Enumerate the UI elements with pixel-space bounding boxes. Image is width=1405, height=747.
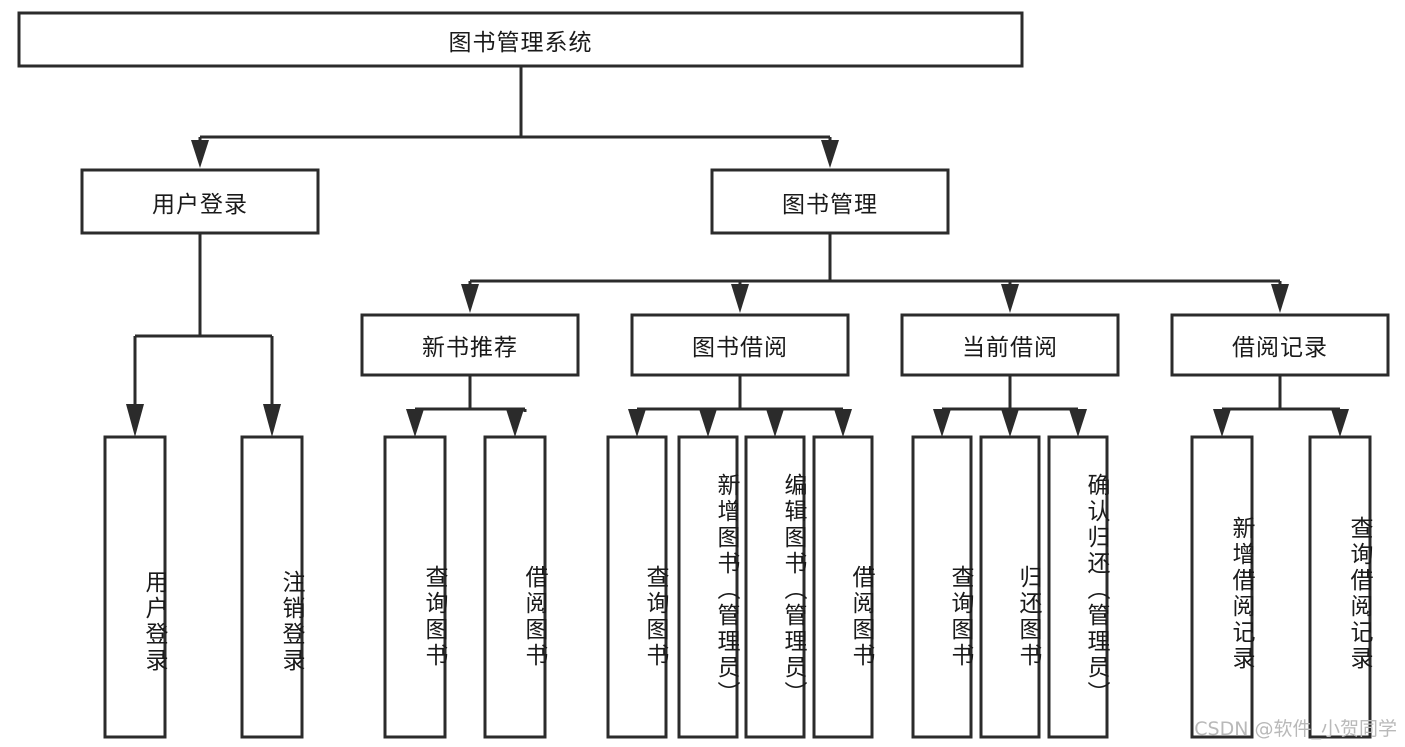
- arrowhead-leaf-current-borrow-3: [1069, 409, 1087, 437]
- leaf-current-borrow-1[interactable]: [911, 435, 973, 739]
- leaf-new-book-1[interactable]: [383, 435, 447, 739]
- node-new-book-recommend[interactable]: [360, 313, 580, 377]
- arrowhead-to-book-mgmt: [821, 140, 839, 168]
- arrowhead-to-new-book: [461, 284, 479, 313]
- leaf-book-borrow-2[interactable]: [677, 435, 739, 739]
- leaf-book-borrow-1[interactable]: [606, 435, 668, 739]
- node-borrow-record[interactable]: [1170, 313, 1390, 377]
- leaf-current-borrow-2[interactable]: [979, 435, 1041, 739]
- node-user-login[interactable]: [80, 168, 320, 235]
- arrowhead-leaf-current-borrow-1: [933, 409, 951, 437]
- leaf-book-borrow-4[interactable]: [812, 435, 874, 739]
- leaf-borrow-record-1[interactable]: [1190, 435, 1254, 739]
- arrowhead-leaf-book-borrow-2: [699, 409, 717, 437]
- arrowhead-leaf-new-book-2: [506, 409, 524, 437]
- arrowhead-leaf-user-login-2: [263, 404, 281, 437]
- leaf-new-book-2[interactable]: [483, 435, 547, 739]
- leaf-user-login-1[interactable]: [103, 435, 167, 739]
- node-root[interactable]: [17, 11, 1024, 68]
- arrowhead-to-current-borrow: [1001, 284, 1019, 313]
- arrowhead-leaf-user-login-1: [126, 404, 144, 437]
- node-book-borrow[interactable]: [630, 313, 850, 377]
- arrowhead-leaf-borrow-record-1: [1213, 409, 1231, 437]
- arrowhead-leaf-borrow-record-2: [1331, 409, 1349, 437]
- leaf-user-login-2[interactable]: [240, 435, 304, 739]
- leaf-borrow-record-2[interactable]: [1308, 435, 1372, 739]
- leaf-current-borrow-3[interactable]: [1047, 435, 1109, 739]
- node-current-borrow[interactable]: [900, 313, 1120, 377]
- arrowhead-leaf-book-borrow-1: [628, 409, 646, 437]
- arrowhead-to-borrow-record: [1271, 284, 1289, 313]
- arrowhead-leaf-new-book-1: [406, 409, 424, 437]
- arrowhead-leaf-current-borrow-2: [1001, 409, 1019, 437]
- arrowhead-leaf-book-borrow-4: [834, 409, 852, 437]
- arrowhead-leaf-book-borrow-3: [766, 409, 784, 437]
- arrowhead-to-user-login: [191, 140, 209, 168]
- arrowhead-to-book-borrow: [731, 284, 749, 313]
- node-book-management[interactable]: [710, 168, 950, 235]
- leaf-book-borrow-3[interactable]: [744, 435, 806, 739]
